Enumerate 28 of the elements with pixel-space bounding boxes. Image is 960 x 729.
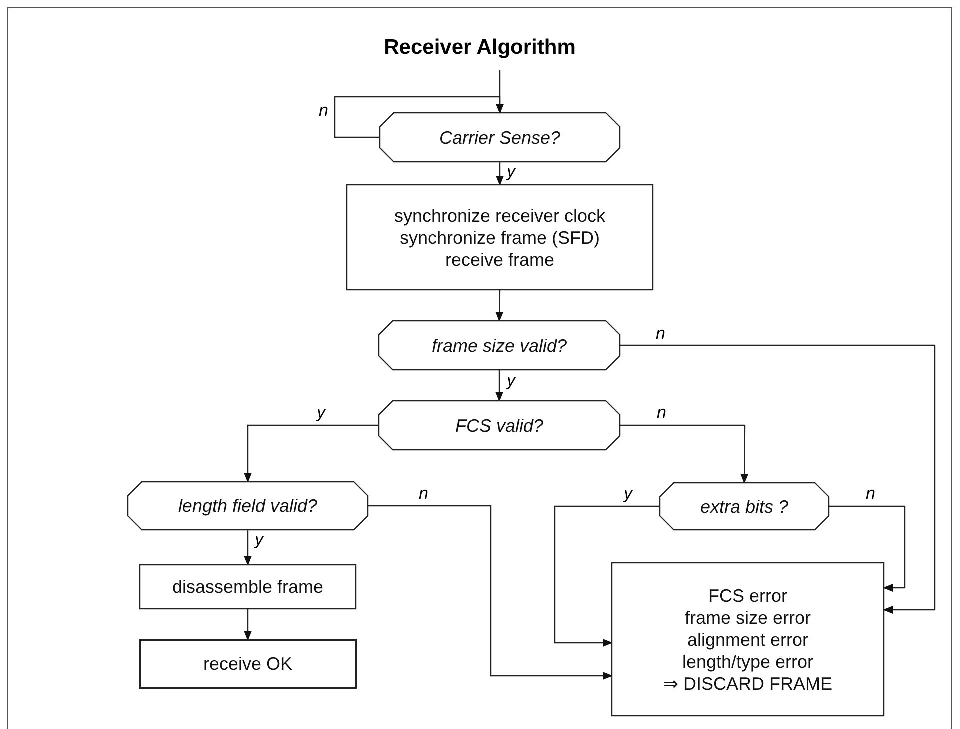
- decision-question: Carrier Sense?: [439, 126, 561, 148]
- process-text: ⇒ DISCARD FRAME: [663, 672, 832, 694]
- decision-question: length field valid?: [178, 495, 318, 517]
- process-text: receive frame: [445, 248, 555, 270]
- flow-arrow: [334, 96, 504, 138]
- flow-arrow: [620, 344, 936, 614]
- process-text: synchronize receiver clock: [394, 204, 606, 226]
- process-text: receive OK: [203, 653, 293, 675]
- flow-arrow: [244, 424, 379, 483]
- flow-arrow: [496, 162, 504, 186]
- process-text: length/type error: [682, 650, 814, 672]
- flow-arrow: [244, 530, 252, 566]
- process-text: disassemble frame: [172, 576, 324, 598]
- decision-question: extra bits ?: [700, 496, 789, 518]
- process-text: FCS error: [708, 584, 788, 606]
- process-text: frame size error: [684, 606, 812, 628]
- flow-arrow: [368, 505, 613, 680]
- process-text: alignment error: [687, 628, 809, 650]
- decision-question: frame size valid?: [432, 334, 568, 356]
- diagram-title: Receiver Algorithm: [383, 36, 577, 60]
- flow-arrow: [496, 370, 504, 402]
- decision-question: FCS valid?: [455, 414, 544, 436]
- flow-arrow: [829, 506, 906, 592]
- flow-arrow: [244, 609, 252, 641]
- flow-arrow: [554, 506, 660, 647]
- process-text: synchronize frame (SFD): [400, 226, 600, 248]
- flow-arrow: [620, 424, 749, 484]
- flow-arrow: [496, 290, 504, 322]
